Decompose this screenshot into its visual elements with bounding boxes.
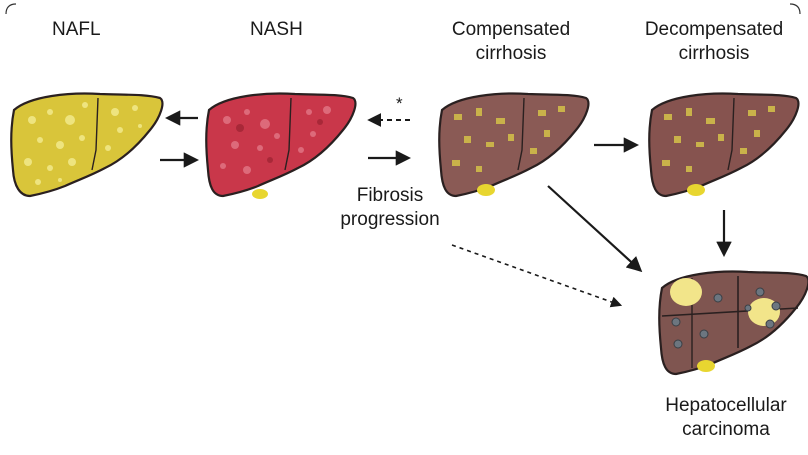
arrows	[160, 110, 732, 308]
label-hcc-line2: carcinoma	[682, 419, 770, 440]
liver-nash	[205, 92, 357, 199]
frame-corners	[5, 3, 801, 15]
label-hepatocellular-carcinoma: Hepatocellular carcinoma	[644, 394, 808, 442]
fibrotic-nodules	[452, 106, 565, 172]
fat-droplets	[24, 102, 142, 185]
label-fibrosis-progression: Fibrosis progression	[322, 184, 458, 232]
gallbladder	[252, 189, 268, 199]
label-decompensated-line2: cirrhosis	[678, 43, 750, 64]
arrow-nash-to-hcc-dashed	[451, 244, 623, 308]
label-nash: NASH	[250, 19, 303, 40]
inflammation-spots	[220, 106, 331, 174]
label-compensated-line1: Compensated	[451, 19, 571, 40]
fibrotic-nodules	[662, 106, 775, 172]
label-decompensated-line1: Decompensated	[644, 19, 784, 40]
label-compensated-line2: cirrhosis	[475, 43, 547, 64]
gallbladder	[477, 184, 495, 196]
label-compensated-cirrhosis: Compensated cirrhosis	[430, 18, 592, 66]
gallbladder	[697, 360, 715, 372]
liver-nafl	[10, 92, 164, 198]
gallbladder	[687, 184, 705, 196]
liver-hcc	[658, 270, 808, 376]
label-fibrosis-line1: Fibrosis	[356, 185, 424, 206]
label-decompensated-cirrhosis: Decompensated cirrhosis	[626, 18, 802, 66]
label-fibrosis-line2: progression	[340, 209, 440, 230]
arrow-compensated-to-hcc	[547, 185, 643, 273]
label-hcc-line1: Hepatocellular	[665, 395, 787, 416]
asterisk-marker: *	[396, 94, 403, 113]
liver-decompensated-cirrhosis	[648, 92, 800, 198]
dark-spots	[236, 119, 323, 163]
tumor-nodules	[671, 287, 781, 349]
liver-compensated-cirrhosis	[438, 92, 590, 198]
label-nafl: NAFL	[52, 19, 101, 40]
